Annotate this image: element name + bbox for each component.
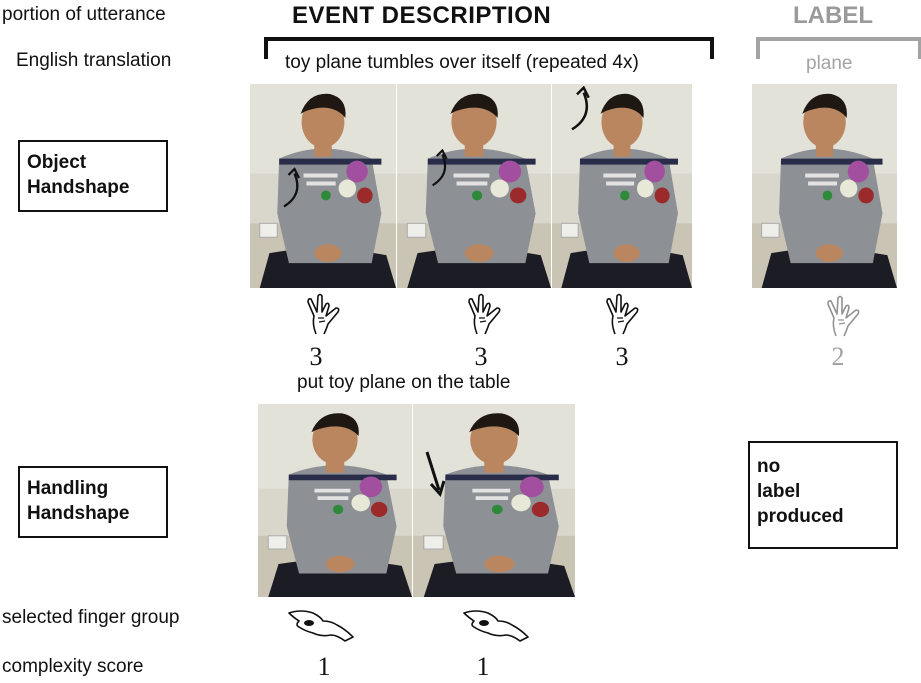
label-bracket	[756, 37, 921, 59]
handshape-index-pinky-icon	[459, 290, 505, 336]
label-object-caption: plane	[806, 53, 853, 74]
handling-photo-2	[412, 403, 576, 598]
boy-photo	[752, 84, 897, 288]
object-box-line1: Object	[27, 152, 87, 173]
event-handling-caption: put toy plane on the table	[297, 372, 511, 393]
row-label-complexity: complexity score	[2, 656, 144, 677]
event-photo-3	[551, 83, 693, 289]
boy-photo	[258, 404, 412, 597]
event-description-header: EVENT DESCRIPTION	[292, 2, 552, 29]
down-arrow-icon	[425, 451, 446, 497]
object-score-1: 3	[309, 342, 323, 371]
label-header: LABEL	[793, 2, 873, 29]
boy-photo	[397, 84, 551, 288]
row-label-translation: English translation	[16, 50, 172, 71]
motion-arc-arrow-icon	[427, 144, 455, 196]
handling-photo-1	[257, 403, 413, 598]
event-photo-1	[249, 83, 397, 289]
handshape-pinch-icon	[287, 603, 357, 643]
motion-arc-arrow-icon	[564, 86, 600, 136]
handshape-index-pinky-icon	[298, 290, 344, 336]
motion-arc-arrow-icon	[278, 156, 308, 224]
row-label-portion: portion of utterance	[2, 4, 166, 25]
object-box-line2: Handshape	[27, 177, 130, 198]
handshape-y-icon	[818, 292, 864, 338]
handshape-pinch-icon	[462, 603, 532, 643]
boy-photo	[413, 404, 575, 597]
handling-box-line1: Handling	[27, 478, 109, 499]
handling-handshape-box: Handling Handshape	[18, 466, 168, 538]
label-photo	[751, 83, 898, 289]
row-label-finger-group: selected finger group	[2, 607, 180, 628]
no-label-line3: produced	[757, 506, 844, 527]
handling-box-line2: Handshape	[27, 503, 130, 524]
label-score: 2	[831, 342, 845, 371]
boy-photo	[250, 84, 396, 288]
no-label-box: no label produced	[748, 441, 898, 549]
object-score-3: 3	[615, 342, 629, 371]
event-object-caption: toy plane tumbles over itself (repeated …	[285, 52, 639, 73]
object-score-2: 3	[474, 342, 488, 371]
event-photo-2	[396, 83, 552, 289]
handling-score-2: 1	[476, 652, 490, 681]
handshape-index-pinky-icon	[597, 290, 643, 336]
object-handshape-box: Object Handshape	[18, 140, 168, 212]
handling-score-1: 1	[317, 652, 331, 681]
no-label-line2: label	[757, 481, 801, 502]
event-bracket	[264, 37, 714, 59]
no-label-line1: no	[757, 456, 781, 477]
